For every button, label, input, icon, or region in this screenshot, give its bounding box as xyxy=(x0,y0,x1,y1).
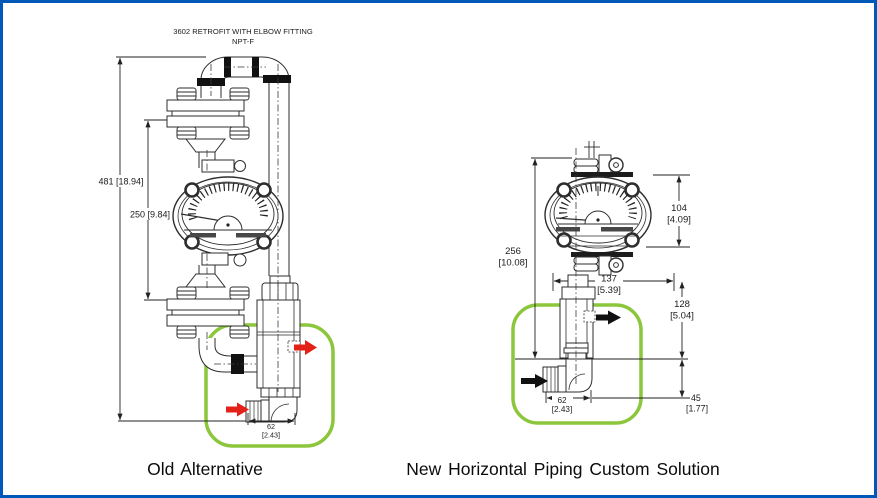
gauge-series-text xyxy=(601,227,633,232)
dim-width-mm: 137 xyxy=(601,274,617,285)
upper-flange xyxy=(166,87,250,168)
corner-screw xyxy=(624,232,640,248)
gauge-brand-text xyxy=(556,227,580,232)
corner-screw xyxy=(556,232,572,248)
top-valve-assembly xyxy=(571,141,633,177)
dim-elbow-in-left: [2.43] xyxy=(262,431,280,440)
corner-screw xyxy=(256,182,272,198)
dim-drop-in: [5.04] xyxy=(670,311,694,322)
dim-flange-span: 250 [9.84] xyxy=(124,119,176,301)
dim-elbow-mm-left: 62 xyxy=(267,422,275,431)
old-alternative-diagram: 3602 RETROFIT WITH ELBOW FITTING NPT-F 4… xyxy=(96,27,317,440)
corner-screw xyxy=(184,182,200,198)
lower-flange xyxy=(166,265,250,339)
dim-gauge-in: [4.09] xyxy=(667,215,691,226)
flow-arrow-black-outlet xyxy=(596,310,621,325)
dim-flange-label: 250 [9.84] xyxy=(130,210,170,220)
dim-elbow-mm-right: 62 xyxy=(557,396,567,405)
left-title-line1: 3602 RETROFIT WITH ELBOW FITTING xyxy=(173,27,313,36)
gauge-series-text xyxy=(236,233,266,238)
dim-outlet-in: [1.77] xyxy=(686,404,708,414)
flow-arrow-red-inlet xyxy=(226,402,249,417)
caption-new-solution: New Horizontal Piping Custom Solution xyxy=(406,459,720,479)
dim-outlet-mm: 45 xyxy=(691,393,701,403)
weld-band xyxy=(263,75,291,83)
dial-ticks xyxy=(188,182,268,221)
corner-screw xyxy=(624,182,640,198)
dim-labels-right: 256 [10.08] 104 [4.09] 137 [5.39] 128 [5… xyxy=(498,201,708,414)
flow-arrow-black-inlet xyxy=(521,374,548,388)
inlet-nut xyxy=(542,366,559,393)
flow-meter-gauge-left xyxy=(172,159,284,267)
centerlines-left xyxy=(206,64,279,392)
flow-meter-gauge-right xyxy=(544,176,652,254)
dim-drop-mm: 128 xyxy=(674,299,690,310)
dim-elbow-in-right: [2.43] xyxy=(552,405,573,414)
lower-piping xyxy=(198,275,301,423)
flow-arrow-red-outlet xyxy=(294,340,317,355)
dim-height-mm: 256 xyxy=(505,246,521,257)
dim-overall-height: 481 [18.94] xyxy=(96,56,250,422)
needle-hub xyxy=(213,215,243,231)
dim-elbow-width-left: 62 [2.43] xyxy=(247,413,296,440)
dim-gauge-mm: 104 xyxy=(671,203,687,214)
needle-hub xyxy=(584,210,612,225)
bottom-assembly xyxy=(542,252,633,393)
dim-width-in: [5.39] xyxy=(597,285,621,296)
gauge-brand-text xyxy=(190,233,216,238)
left-title-line2: NPT-F xyxy=(232,37,254,46)
dim-overall-label: 481 [18.94] xyxy=(98,177,143,187)
new-solution-diagram: 256 [10.08] 104 [4.09] 137 [5.39] 128 [5… xyxy=(498,141,708,414)
corner-screw xyxy=(556,182,572,198)
dim-height-in: [10.08] xyxy=(498,258,527,269)
bottom-elbow-body xyxy=(268,396,298,423)
left-diagram-title: 3602 RETROFIT WITH ELBOW FITTING NPT-F xyxy=(173,27,313,46)
outlet-port xyxy=(583,310,596,323)
caption-old-alternative: Old Alternative xyxy=(147,459,263,479)
